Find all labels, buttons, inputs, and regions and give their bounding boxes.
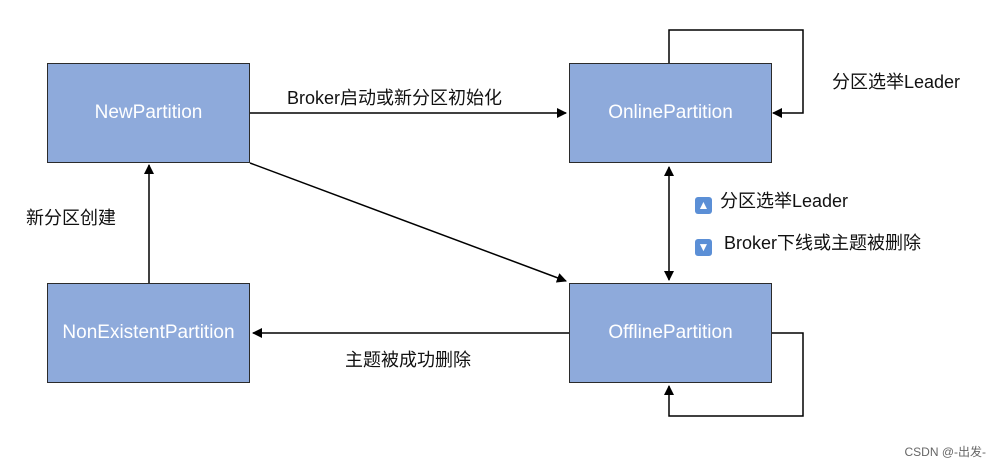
label-new-to-online: Broker启动或新分区初始化: [287, 88, 503, 108]
edge-new-to-offline: [249, 162, 567, 283]
edge-online-self-loop: [668, 29, 804, 118]
arrow-up-icon: ▲: [695, 197, 712, 214]
label-offline-to-online-text: 分区选举Leader: [720, 191, 849, 211]
node-new-partition: NewPartition: [47, 63, 250, 163]
label-offline-to-nonexistent: 主题被成功删除: [345, 350, 471, 370]
node-offline-partition: OfflinePartition: [569, 283, 772, 383]
edge-offline-self-loop: [664, 332, 804, 417]
label-online-self: 分区选举Leader: [832, 72, 961, 92]
node-new-partition-label: NewPartition: [94, 102, 203, 123]
node-nonexistent-partition: NonExistentPartition: [47, 283, 250, 383]
label-nonexistent-to-new: 新分区创建: [26, 208, 116, 228]
node-online-partition-label: OnlinePartition: [608, 102, 733, 123]
node-offline-partition-label: OfflinePartition: [608, 322, 733, 343]
label-online-to-offline-text: Broker下线或主题被删除: [724, 233, 922, 253]
watermark: CSDN @-出发-: [904, 445, 986, 459]
label-offline-to-online: ▲ 分区选举Leader: [695, 187, 848, 214]
node-online-partition: OnlinePartition: [569, 63, 772, 163]
arrow-down-icon: ▼: [695, 239, 712, 256]
label-online-to-offline: ▼ Broker下线或主题被删除: [695, 229, 921, 256]
node-nonexistent-partition-label: NonExistentPartition: [62, 322, 235, 343]
